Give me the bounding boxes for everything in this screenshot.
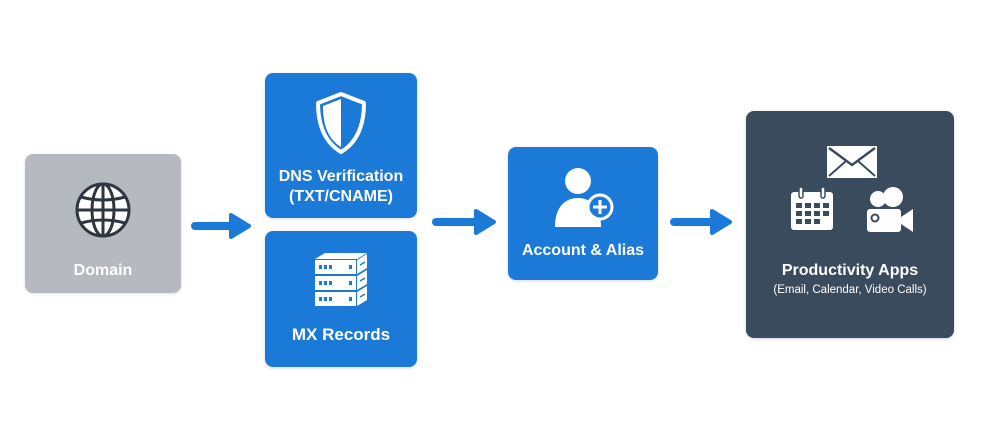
globe-icon — [74, 181, 132, 239]
envelope-icon — [826, 145, 878, 179]
arrow-account-to-apps — [670, 207, 736, 237]
dns-verification-node: DNS Verification (TXT/CNAME) — [265, 73, 417, 218]
calendar-icon — [789, 186, 835, 232]
apps-label: Productivity Apps — [781, 262, 919, 279]
add-user-icon — [551, 165, 615, 229]
account-label: Account & Alias — [521, 242, 645, 259]
arrow-dns-to-account — [432, 207, 500, 237]
account-alias-node: Account & Alias — [508, 147, 658, 280]
mx-records-node: MX Records — [265, 231, 417, 367]
dns-label-line1: DNS Verification — [278, 168, 404, 185]
domain-node: Domain — [25, 154, 181, 293]
productivity-apps-node: Productivity Apps (Email, Calendar, Vide… — [746, 111, 954, 338]
mx-label: MX Records — [291, 325, 391, 344]
video-camera-icon — [866, 187, 914, 233]
shield-icon — [313, 91, 369, 155]
dns-label-line2: (TXT/CNAME) — [289, 188, 393, 205]
apps-sublabel: (Email, Calendar, Video Calls) — [773, 284, 927, 296]
server-stack-icon — [313, 251, 369, 309]
domain-label: Domain — [73, 262, 133, 279]
arrow-domain-to-dns — [191, 211, 255, 241]
